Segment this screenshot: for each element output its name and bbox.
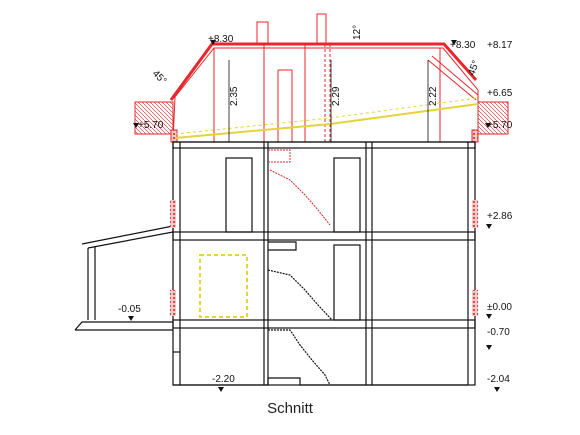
slab-top	[172, 141, 476, 149]
level-terrain-left: -0.05	[118, 304, 141, 315]
dim-room-right: 2.22	[428, 86, 439, 106]
outer-walls	[172, 141, 476, 386]
insulation	[174, 97, 479, 318]
slab-ground	[172, 319, 476, 329]
level-ground-floor: ±0.00	[487, 302, 512, 313]
balcony-left	[134, 101, 174, 135]
level-upper-floor: +2.86	[487, 211, 513, 222]
level-eave-left: +5.70	[138, 120, 164, 131]
slab-upper	[172, 231, 476, 241]
stairs-ground	[267, 269, 333, 321]
balcony-right	[477, 101, 509, 135]
building-structure	[74, 141, 478, 386]
level-basement-right: -2.04	[487, 374, 510, 385]
level-ridge-left: +8.30	[208, 34, 234, 45]
level-eave-top-right: +6.65	[487, 88, 513, 99]
dim-room-mid: 2.29	[331, 86, 342, 106]
level-eave-right: +5.70	[487, 120, 513, 131]
level-ridge-right: +8.30	[450, 40, 476, 51]
chimney	[256, 21, 269, 45]
dim-room-left: 2.35	[229, 86, 240, 106]
angle-roof-left: 45°	[150, 68, 168, 86]
drawing-caption: Schnitt	[267, 400, 313, 417]
level-terrain-right: -0.70	[487, 327, 510, 338]
level-basement-left: -2.20	[212, 374, 235, 385]
insulation-room	[199, 254, 248, 318]
roof	[134, 13, 509, 143]
annex	[81, 225, 174, 249]
level-ridge-top: +8.17	[487, 40, 513, 51]
angle-chimney: 12°	[352, 25, 363, 40]
angle-roof-right: 45°	[466, 59, 482, 77]
stairs-basement	[268, 329, 331, 386]
roof-left-slope	[169, 42, 478, 101]
stairs-upper	[268, 241, 297, 251]
